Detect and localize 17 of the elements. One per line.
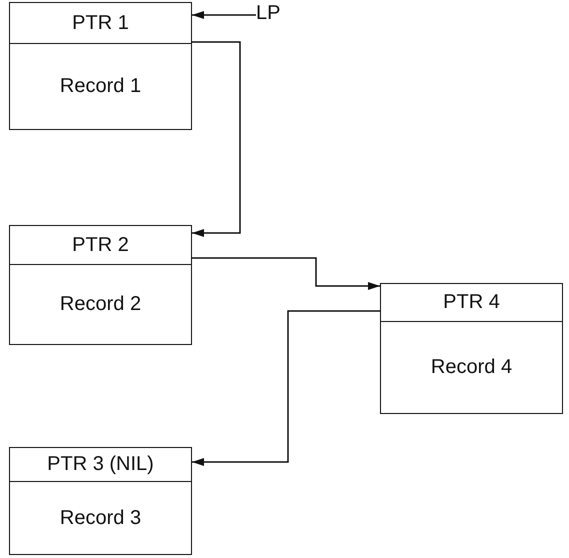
arrow (192, 310, 380, 466)
record-label: Record 2 (60, 293, 142, 316)
record-box (9, 447, 192, 555)
arrow (192, 257, 380, 290)
record-label: Record 3 (60, 506, 142, 530)
arrow (192, 41, 241, 237)
pointer-field-label: PTR 4 (443, 291, 500, 314)
pointer-field-label: PTR 3 (NIL) (47, 453, 154, 476)
record-box (9, 225, 192, 345)
pointer-field-label: PTR 1 (72, 12, 129, 34)
record-box (380, 283, 563, 414)
arrow (192, 11, 256, 19)
record-label: Record 1 (60, 75, 142, 98)
record-box (9, 2, 192, 130)
pointer-field-label: PTR 2 (72, 234, 129, 256)
record-label: Record 4 (430, 356, 512, 379)
pointer-label: LP (256, 2, 288, 28)
